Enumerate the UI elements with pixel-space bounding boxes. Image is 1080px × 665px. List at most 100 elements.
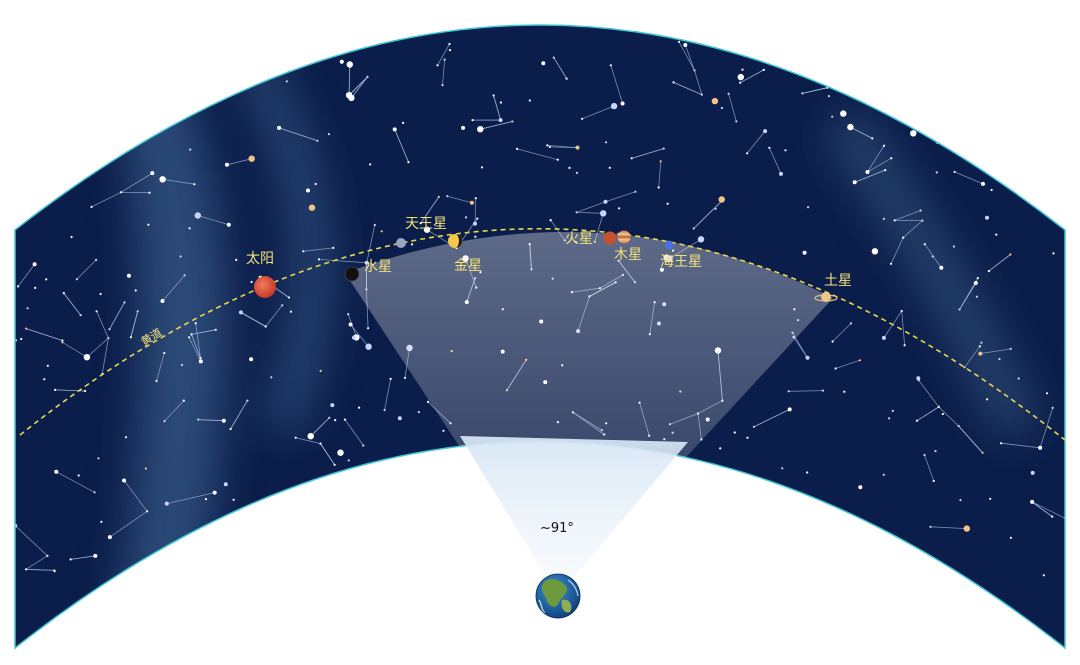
- constellation-line: [746, 130, 766, 154]
- star: [881, 335, 886, 340]
- mercury-label: 水星: [364, 259, 392, 275]
- constellation-line: [576, 212, 604, 214]
- star: [407, 161, 410, 164]
- star: [90, 205, 93, 208]
- constellation-line: [769, 147, 782, 175]
- star: [549, 219, 552, 222]
- constellation-line: [930, 526, 967, 529]
- star: [858, 359, 862, 362]
- constellation-line: [958, 425, 983, 454]
- constellation-line: [553, 57, 567, 79]
- constellation-line: [902, 220, 923, 238]
- star: [893, 219, 896, 222]
- constellation-line: [303, 247, 334, 252]
- constellation-line: [76, 259, 97, 280]
- constellation-line: [658, 161, 662, 188]
- star: [319, 369, 322, 372]
- star: [108, 328, 111, 331]
- star: [441, 84, 444, 87]
- star: [232, 498, 235, 501]
- milky-way: [110, 50, 1040, 648]
- star: [183, 274, 186, 277]
- star: [995, 233, 998, 236]
- constellation-line: [320, 443, 335, 466]
- constellation-line: [162, 275, 185, 302]
- star: [998, 357, 1001, 361]
- constellation-line: [1031, 501, 1053, 517]
- star: [26, 307, 29, 310]
- star: [62, 292, 65, 295]
- star: [461, 125, 466, 130]
- constellation-line: [954, 171, 984, 185]
- star: [480, 166, 484, 169]
- star: [884, 169, 887, 172]
- star: [392, 127, 397, 132]
- constellation-line: [832, 323, 852, 342]
- star: [511, 120, 514, 123]
- star: [159, 176, 166, 183]
- star: [46, 554, 49, 557]
- star: [189, 148, 192, 151]
- star: [923, 453, 926, 457]
- star: [802, 250, 807, 255]
- star: [193, 183, 196, 186]
- constellation-line: [25, 555, 48, 570]
- star: [568, 166, 571, 169]
- star: [739, 81, 742, 84]
- constellation-line: [447, 195, 473, 204]
- sky-band-border: [14, 24, 1066, 650]
- star: [921, 219, 924, 222]
- star: [737, 73, 744, 81]
- star: [436, 64, 439, 67]
- star: [890, 157, 893, 160]
- star: [498, 118, 503, 123]
- star: [93, 553, 98, 558]
- star: [528, 99, 531, 102]
- constellation-line: [101, 337, 109, 375]
- star: [249, 357, 254, 362]
- star: [630, 157, 633, 160]
- star: [403, 376, 407, 379]
- star: [1038, 445, 1043, 450]
- star: [952, 245, 956, 248]
- star: [935, 171, 938, 174]
- constellation-line: [344, 419, 364, 446]
- star: [316, 139, 319, 142]
- constellation-line: [86, 337, 109, 358]
- star: [600, 210, 607, 217]
- star: [871, 137, 874, 140]
- star: [603, 199, 608, 204]
- star: [746, 436, 749, 439]
- constellation-line: [890, 237, 904, 264]
- star: [402, 121, 405, 124]
- constellation-line: [195, 323, 201, 359]
- constellation-line: [964, 346, 981, 368]
- star: [188, 227, 191, 230]
- constellation-line: [788, 390, 823, 392]
- star: [70, 235, 73, 239]
- star: [476, 217, 479, 220]
- star: [136, 310, 139, 313]
- star: [858, 485, 863, 490]
- star: [805, 355, 810, 360]
- constellation-line: [1001, 442, 1041, 449]
- star: [763, 129, 768, 134]
- star: [882, 217, 886, 220]
- jupiter-label: 木星: [614, 247, 642, 263]
- star: [672, 81, 675, 84]
- constellation-line: [191, 334, 201, 359]
- constellation-line: [988, 254, 1011, 272]
- constellation-line: [867, 157, 892, 173]
- star: [364, 260, 369, 265]
- constellation-line: [753, 409, 790, 428]
- star: [575, 211, 578, 214]
- star: [126, 273, 131, 278]
- star: [246, 399, 249, 402]
- star: [339, 59, 344, 64]
- constellation-line: [693, 199, 724, 229]
- star: [345, 92, 353, 99]
- star: [963, 366, 966, 369]
- star: [981, 451, 984, 454]
- neptune-label: 海王星: [660, 254, 702, 270]
- star: [212, 490, 217, 495]
